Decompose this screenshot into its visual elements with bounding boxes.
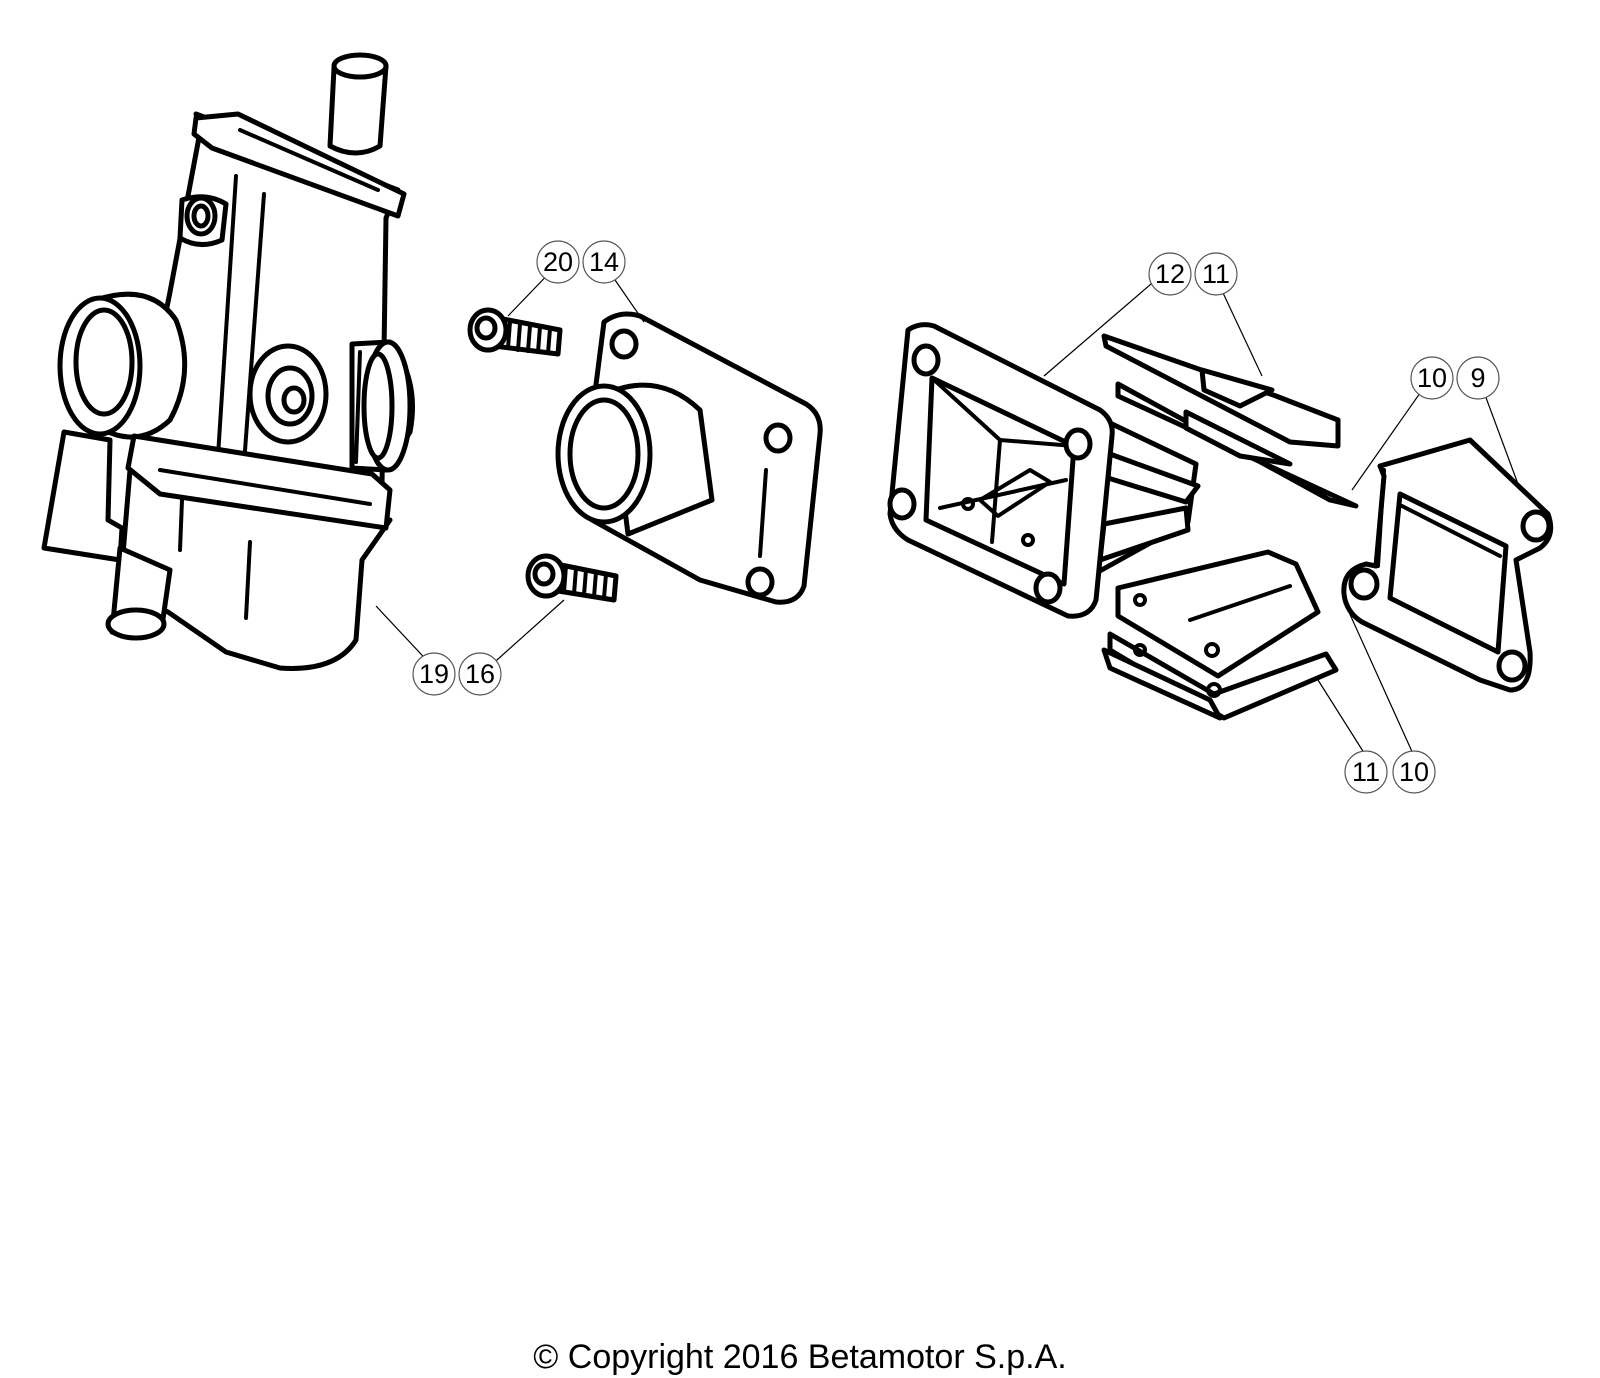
- callout-12[interactable]: 12: [1148, 252, 1192, 296]
- callout-9[interactable]: 9: [1456, 356, 1500, 400]
- callout-20[interactable]: 20: [536, 240, 580, 284]
- intake-manifold[interactable]: [555, 311, 823, 605]
- callout-11-upper[interactable]: 11: [1194, 252, 1238, 296]
- cap-screw-upper[interactable]: [467, 307, 563, 357]
- gasket[interactable]: [1341, 437, 1554, 693]
- callout-14[interactable]: 14: [582, 240, 626, 284]
- callout-10-upper[interactable]: 10: [1410, 356, 1454, 400]
- reed-petals-upper[interactable]: [1101, 333, 1359, 509]
- reed-petals-lower[interactable]: [1101, 549, 1339, 721]
- callout-16[interactable]: 16: [458, 652, 502, 696]
- copyright-notice: © Copyright 2016 Betamotor S.p.A.: [533, 1338, 1067, 1376]
- callout-10-lower[interactable]: 10: [1392, 750, 1436, 794]
- reed-valve-block[interactable]: [887, 322, 1201, 619]
- carburetor[interactable]: [41, 52, 415, 671]
- callout-19[interactable]: 19: [412, 652, 456, 696]
- callout-11-lower[interactable]: 11: [1344, 750, 1388, 794]
- cap-screw-lower[interactable]: [525, 553, 619, 603]
